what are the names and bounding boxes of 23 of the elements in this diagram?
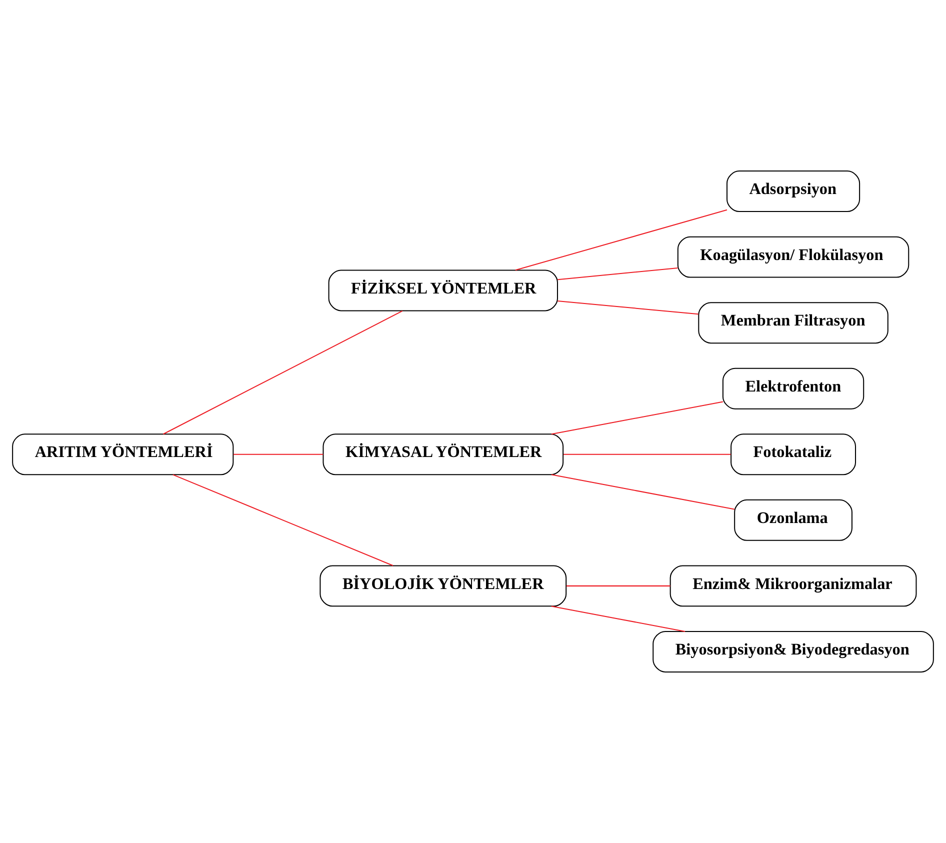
node-box: ARITIM YÖNTEMLERİ	[12, 434, 234, 476]
node-box: Elektrofenton	[722, 368, 864, 410]
connector	[163, 310, 403, 435]
connector	[551, 474, 734, 510]
node-box: Adsorpsiyon	[726, 170, 860, 212]
node-box: FİZİKSEL YÖNTEMLER	[328, 270, 558, 312]
connector	[172, 474, 394, 566]
connector	[558, 300, 698, 315]
node-box: Enzim& Mikroorganizmalar	[670, 565, 917, 607]
node-box: Koagülasyon/ Flokülasyon	[677, 236, 910, 278]
node-box: Ozonlama	[734, 499, 852, 541]
connector	[566, 585, 670, 586]
node-box: Membran Filtrasyon	[698, 302, 888, 344]
connector	[233, 454, 324, 455]
node-box: Fotokataliz	[730, 434, 856, 476]
connector	[515, 209, 728, 271]
connector	[551, 401, 724, 435]
node-box: Biyosorpsiyon& Biyodegredasyon	[652, 630, 934, 672]
connector	[558, 268, 678, 280]
node-box: KİMYASAL YÖNTEMLER	[322, 434, 564, 476]
connector	[551, 606, 686, 632]
node-box: BİYOLOJİK YÖNTEMLER	[320, 565, 567, 607]
connector	[563, 454, 731, 455]
